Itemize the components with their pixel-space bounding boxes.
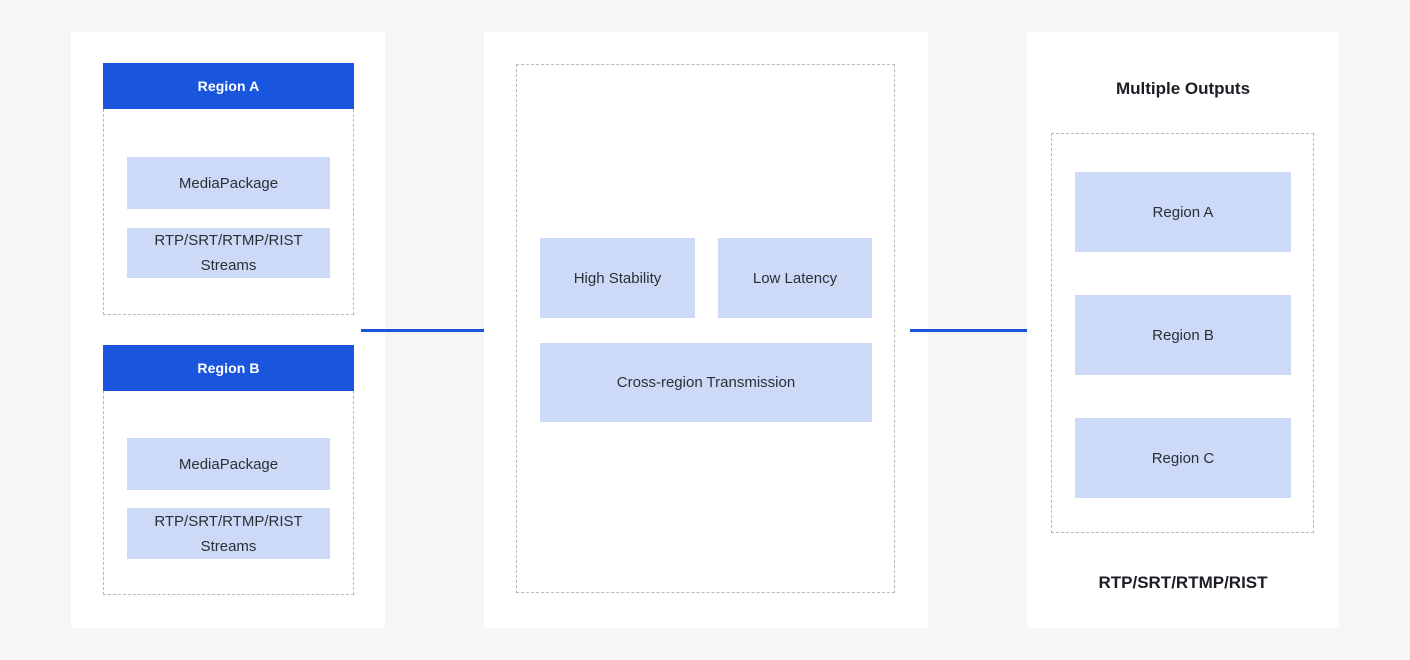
high-stability-label: High Stability — [573, 269, 662, 287]
cross-region-transmission-label: Cross-region Transmission — [616, 374, 796, 391]
cross-region-transmission-box: Cross-region Transmission — [540, 343, 872, 422]
outputs-protocols-label: RTP/SRT/RTMP/RIST — [1098, 573, 1268, 592]
region-b-mediapackage-label: MediaPackage — [178, 455, 279, 473]
region-b-group-container — [103, 391, 354, 595]
outputs-container — [1051, 133, 1314, 533]
output-region-a-box: Region A — [1075, 172, 1291, 252]
region-a-streams-line2: Streams — [200, 257, 257, 274]
region-a-mediapackage-box: MediaPackage — [127, 157, 330, 209]
output-region-b-label: Region B — [1152, 326, 1214, 344]
transmission-container — [516, 64, 895, 593]
output-region-b-box: Region B — [1075, 295, 1291, 375]
region-b-streams-box: RTP/SRT/RTMP/RIST Streams — [127, 508, 330, 559]
low-latency-label: Low Latency — [752, 269, 838, 287]
arrow-shaft — [910, 329, 1034, 332]
region-b-streams-line2: Streams — [200, 537, 257, 555]
region-a-streams-box: RTP/SRT/RTMP/RIST Streams — [127, 228, 330, 278]
output-region-a-label: Region A — [1152, 203, 1214, 221]
low-latency-box: Low Latency — [718, 238, 872, 318]
source-regions-panel: Region A MediaPackage RTP/SRT/RTMP/RIST … — [71, 32, 385, 628]
region-b-mediapackage-box: MediaPackage — [127, 438, 330, 490]
region-a-header-label: Region A — [197, 78, 260, 94]
region-a-header: Region A — [103, 63, 354, 109]
outputs-panel: Multiple Outputs Region A Region B Regio… — [1027, 32, 1339, 628]
output-region-c-label: Region C — [1151, 449, 1215, 467]
high-stability-box: High Stability — [540, 238, 695, 318]
region-a-group-container — [103, 109, 354, 315]
output-region-c-box: Region C — [1075, 418, 1291, 498]
region-b-header-label: Region B — [197, 360, 260, 376]
outputs-panel-title: Multiple Outputs — [1115, 79, 1251, 98]
region-a-streams-line1: RTP/SRT/RTMP/RIST — [154, 232, 303, 249]
region-b-header: Region B — [103, 345, 354, 391]
transmission-panel: High Stability Low Latency Cross-region … — [484, 32, 928, 628]
region-a-mediapackage-label: MediaPackage — [178, 174, 279, 192]
arrow-shaft — [361, 329, 490, 332]
region-b-streams-line1: RTP/SRT/RTMP/RIST — [154, 512, 303, 530]
